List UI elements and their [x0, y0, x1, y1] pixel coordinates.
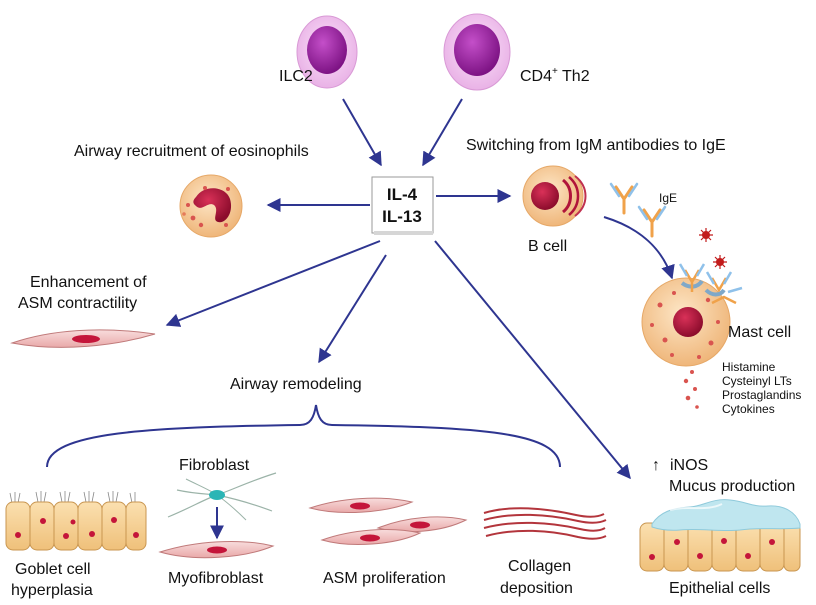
asm-contractility-label-line1: Enhancement of [30, 274, 147, 291]
eosinophil-recruitment-label: Airway recruitment of eosinophils [74, 143, 309, 160]
arrow-ige-to-mast-cell [603, 216, 675, 280]
fibroblast-icon [167, 472, 277, 521]
asm-proliferation-icon [308, 497, 468, 545]
goblet-label-line1: Goblet cell [15, 561, 91, 578]
ige-antibody-icon [609, 182, 667, 238]
arrow-to-epithelial-cells [434, 240, 631, 480]
fibroblast-label: Fibroblast [179, 457, 250, 474]
mucus-layer [651, 499, 801, 532]
epithelial-cells-label: Epithelial cells [669, 580, 770, 597]
ilc2-label: ILC2 [279, 68, 313, 85]
asm-contractility-label-line2: ASM contractility [18, 295, 137, 312]
mast-cell-icon [641, 263, 743, 367]
ige-label: IgE [659, 191, 677, 205]
collagen-label-line1: Collagen [508, 558, 571, 575]
goblet-label-line2: hyperplasia [11, 582, 93, 599]
mediator-prostaglandins: Prostaglandins [722, 388, 801, 402]
arrow-to-asm-contractility [165, 240, 381, 327]
smooth-muscle-cell-icon [10, 329, 156, 348]
mediator-cysteinyl-lts: Cysteinyl LTs [722, 374, 792, 388]
asm-proliferation-label: ASM proliferation [323, 570, 446, 587]
mediator-histamine: Histamine [722, 360, 776, 374]
mast-cell-label: Mast cell [728, 324, 791, 341]
myofibroblast-label: Myofibroblast [168, 570, 264, 587]
th2-cell-icon [443, 13, 511, 91]
mucus-production-label: Mucus production [669, 478, 795, 495]
eosinophil-icon [179, 174, 243, 238]
arrow-th2-to-il4 [422, 98, 463, 167]
remodeling-brace [46, 404, 561, 468]
airway-remodeling-label: Airway remodeling [230, 376, 362, 393]
myofibroblast-icon [158, 540, 275, 559]
inos-label: iNOS [670, 457, 708, 474]
mediator-cytokines: Cytokines [722, 402, 775, 416]
collagen-label-line2: deposition [500, 580, 573, 597]
collagen-fibers-icon [483, 507, 607, 540]
ige-switching-label: Switching from IgM antibodies to IgE [466, 137, 726, 154]
epithelial-cells-icon [639, 499, 801, 572]
ilc2-cell-icon [296, 15, 358, 89]
arrow-ilc2-to-il4 [342, 98, 382, 167]
mediator-granules-icon [683, 370, 699, 409]
allergen-icon [699, 228, 727, 269]
il13-label: IL-13 [382, 207, 422, 226]
inos-up-arrow: ↑ [652, 457, 660, 474]
b-cell-label: B cell [528, 238, 567, 255]
goblet-cells-icon [5, 491, 147, 551]
arrow-to-airway-remodeling [318, 254, 387, 364]
th2-label: CD4+ Th2 [520, 66, 590, 85]
il4-il13-box [371, 176, 434, 235]
il4-label: IL-4 [387, 185, 418, 204]
b-cell-icon [522, 165, 587, 227]
